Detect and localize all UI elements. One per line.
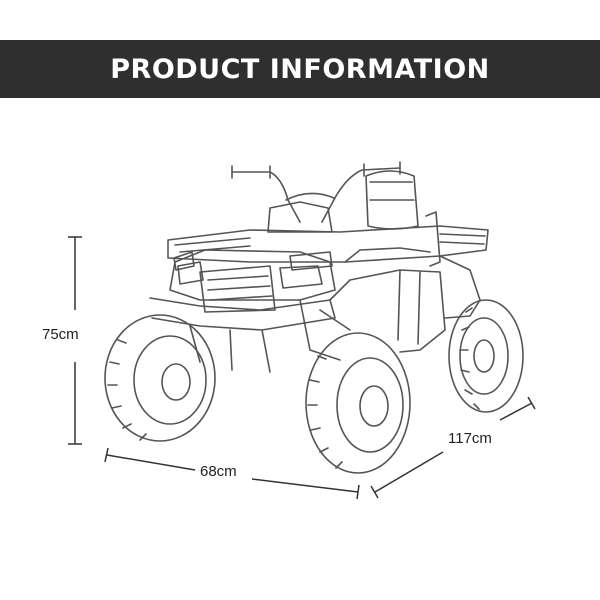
width-dimension-line [104,447,360,500]
height-label: 75cm [42,326,79,343]
atv-illustration [104,161,524,474]
height-dimension-line [68,236,82,445]
header-banner: PRODUCT INFORMATION [0,40,600,98]
width-label: 68cm [200,463,237,480]
length-dimension-line [370,396,536,499]
rear-wheel-icon [448,299,524,413]
front-right-wheel-icon [305,332,411,474]
atv-body [149,225,489,373]
handlebar-icon [231,161,401,233]
length-label: 117cm [448,430,492,447]
page-title: PRODUCT INFORMATION [110,53,490,85]
headlight-icon [173,251,333,271]
seat-icon [365,170,441,267]
front-left-wheel-icon [104,314,216,442]
